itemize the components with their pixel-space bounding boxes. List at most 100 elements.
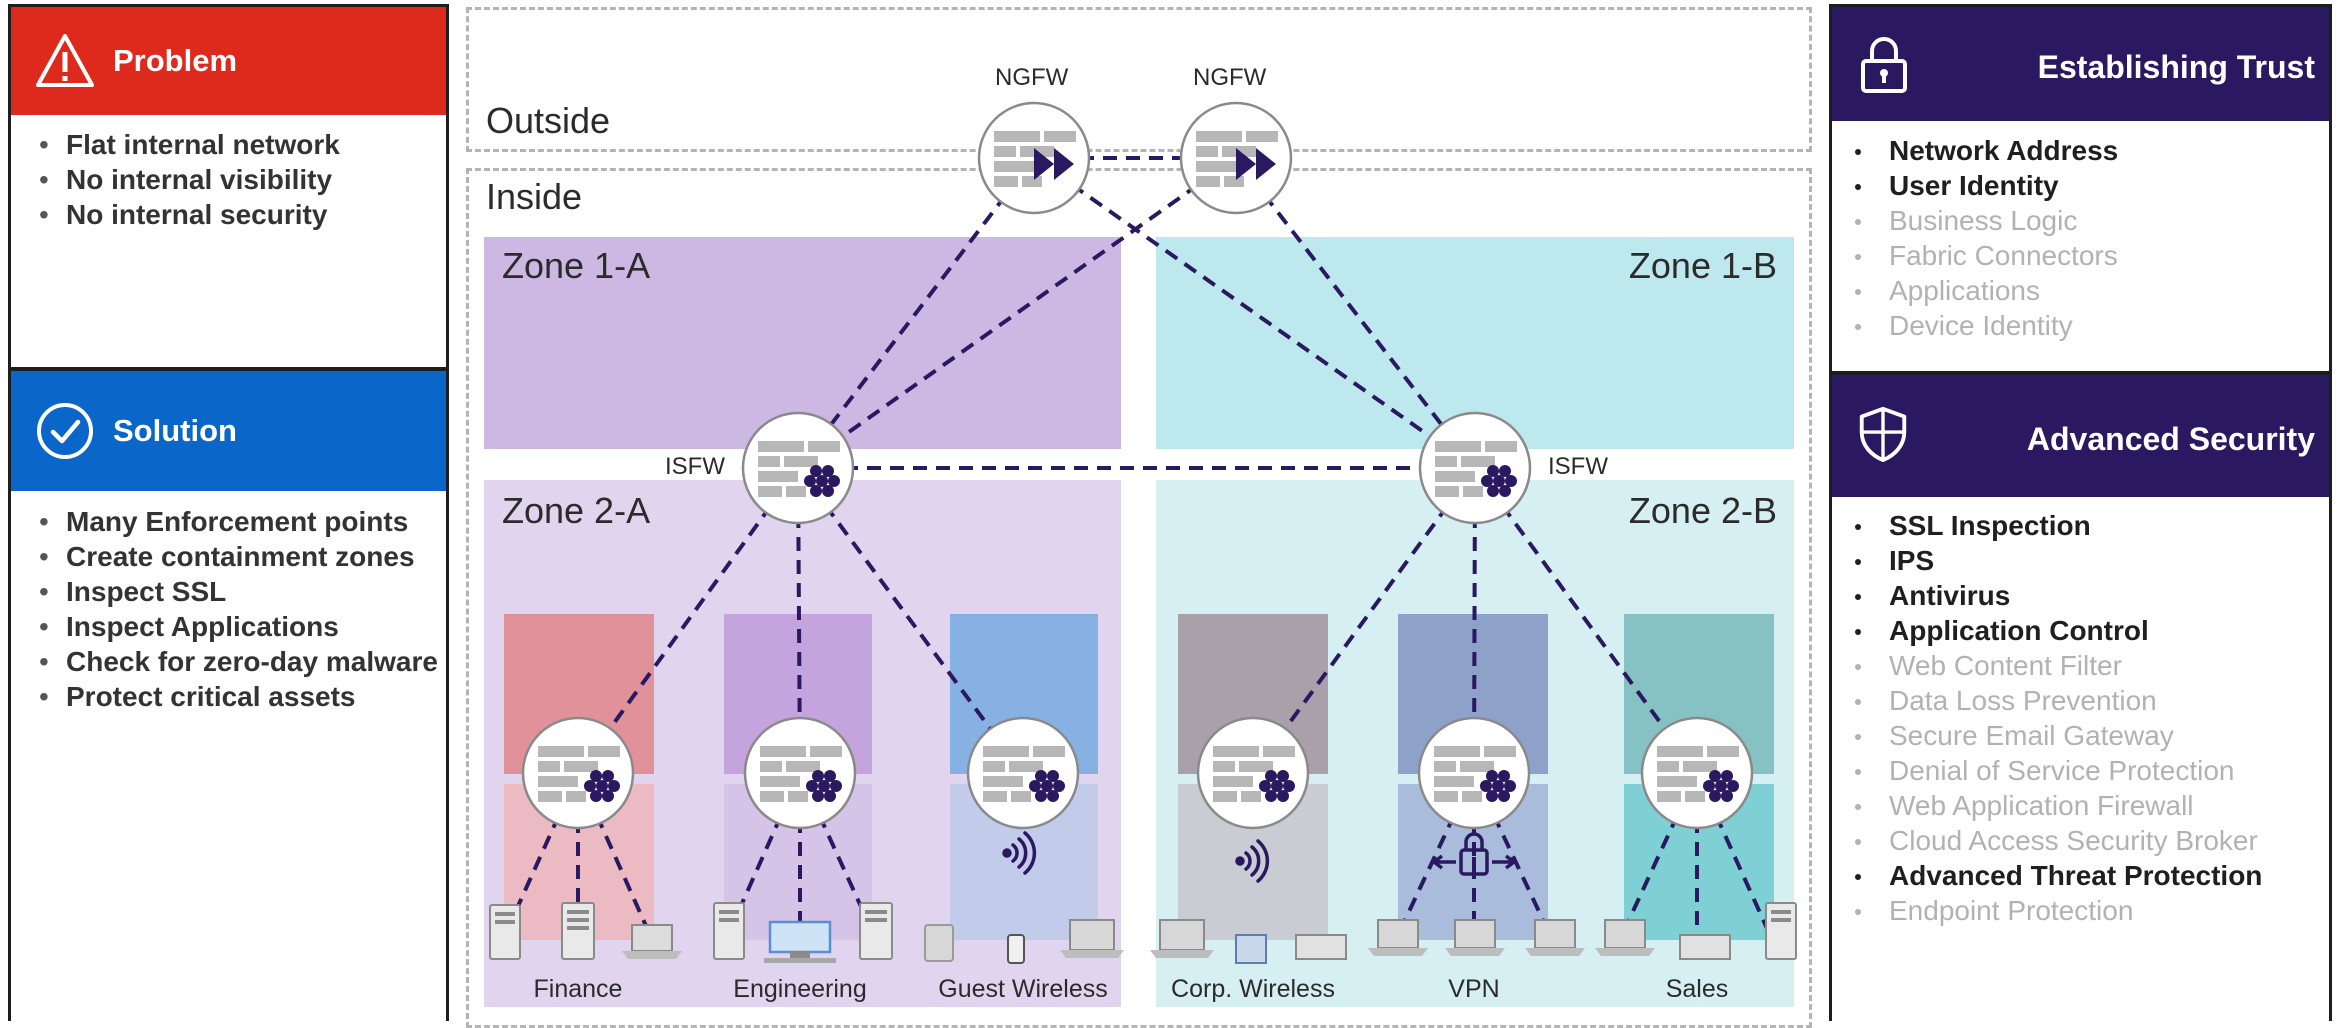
server-icon — [859, 902, 893, 960]
list-item: Secure Email Gateway — [1847, 718, 2262, 753]
security-list: SSL Inspection IPS Antivirus Application… — [1847, 508, 2262, 928]
problem-header: Problem — [11, 7, 446, 115]
list-item: Many Enforcement points — [31, 504, 441, 539]
list-item: Inspect SSL — [31, 574, 441, 609]
ngfw-left-icon — [979, 103, 1089, 213]
problem-title: Problem — [113, 43, 238, 78]
link — [796, 156, 1036, 470]
link — [1032, 156, 1477, 470]
zone-1b-label: Zone 1-B — [1628, 245, 1777, 286]
ip-phone-icon — [1235, 934, 1267, 964]
laptop-icon — [1368, 919, 1428, 956]
list-item: Applications — [1847, 273, 2118, 308]
list-item: No internal visibility — [31, 162, 441, 197]
shield-icon — [1859, 406, 1907, 463]
solution-header: Solution — [11, 371, 446, 491]
link — [1251, 466, 1477, 775]
list-item: Business Logic — [1847, 203, 2118, 238]
laptop-icon — [1150, 919, 1214, 958]
firewall-finance-icon — [523, 718, 633, 828]
solution-title: Solution — [113, 413, 237, 448]
list-item: Device Identity — [1847, 308, 2118, 343]
vpn-lock-icon — [1431, 832, 1517, 876]
link — [1473, 466, 1699, 775]
list-item: Web Content Filter — [1847, 648, 2262, 683]
list-item: Protect critical assets — [31, 679, 441, 714]
server-icon — [713, 902, 745, 960]
list-item: No internal security — [31, 197, 441, 232]
solution-panel: Solution Many Enforcement points Create … — [8, 368, 449, 1021]
ngfw-right-label: NGFW — [1193, 64, 1267, 91]
list-item: User Identity — [1847, 168, 2118, 203]
printer-icon — [1295, 934, 1347, 960]
list-item: Check for zero-day malware — [31, 644, 441, 679]
list-item: Advanced Threat Protection — [1847, 858, 2262, 893]
isfw-left-label: ISFW — [665, 453, 725, 480]
security-panel: Advanced Security SSL Inspection IPS Ant… — [1829, 372, 2332, 1021]
wifi-icon — [1235, 839, 1270, 883]
server-icon — [561, 902, 595, 960]
group-label-finance: Finance — [533, 975, 623, 1003]
security-header: Advanced Security — [1832, 375, 2329, 497]
list-item: SSL Inspection — [1847, 508, 2262, 543]
list-item: Denial of Service Protection — [1847, 753, 2262, 788]
problem-panel: Problem Flat internal network No interna… — [8, 4, 449, 370]
group-label-vpn: VPN — [1448, 975, 1500, 1003]
phone-icon — [1007, 934, 1025, 964]
solution-list: Many Enforcement points Create containme… — [31, 504, 441, 714]
laptop-icon — [1595, 919, 1655, 956]
ngfw-left-label: NGFW — [995, 64, 1069, 91]
ngfw-right-icon — [1181, 103, 1291, 213]
link — [576, 466, 800, 775]
trust-list: Network Address User Identity Business L… — [1847, 133, 2118, 343]
group-label-guest-wireless: Guest Wireless — [938, 975, 1108, 1003]
list-item: Web Application Firewall — [1847, 788, 2262, 823]
server-icon — [1765, 902, 1797, 960]
firewall-vpn-icon — [1419, 718, 1529, 828]
list-item: Flat internal network — [31, 127, 441, 162]
inside-label: Inside — [486, 176, 583, 217]
link — [796, 156, 1238, 470]
isfw-right-label: ISFW — [1548, 453, 1608, 480]
laptop-icon — [1060, 919, 1124, 958]
laptop-icon — [1525, 919, 1585, 956]
printer-icon — [1679, 934, 1731, 960]
firewall-sales-icon — [1642, 718, 1752, 828]
outside-label: Outside — [486, 100, 611, 141]
security-title: Advanced Security — [2026, 421, 2315, 457]
list-item: Antivirus — [1847, 578, 2262, 613]
list-item: Endpoint Protection — [1847, 893, 2262, 928]
laptop-icon — [622, 924, 682, 959]
trust-header: Establishing Trust — [1832, 7, 2329, 121]
isfw-right-icon — [1420, 413, 1530, 523]
wifi-icon — [1002, 831, 1037, 875]
list-item: Network Address — [1847, 133, 2118, 168]
list-item: Application Control — [1847, 613, 2262, 648]
zone-2a-label: Zone 2-A — [502, 490, 651, 531]
group-label-engineering: Engineering — [733, 975, 867, 1003]
zone-1a-label: Zone 1-A — [502, 245, 651, 286]
problem-list: Flat internal network No internal visibi… — [31, 127, 441, 232]
laptop-icon — [1445, 919, 1505, 956]
outside-region — [466, 7, 1812, 152]
isfw-left-icon — [743, 413, 853, 523]
lock-icon — [1861, 37, 1907, 93]
link — [1234, 156, 1477, 470]
checkmark-circle-icon — [37, 403, 93, 459]
group-label-corp-wireless: Corp. Wireless — [1171, 975, 1335, 1003]
firewall-guest-wireless-icon — [968, 718, 1078, 828]
trust-panel: Establishing Trust Network Address User … — [1829, 4, 2332, 374]
list-item: IPS — [1847, 543, 2262, 578]
list-item: Data Loss Prevention — [1847, 683, 2262, 718]
list-item: Fabric Connectors — [1847, 238, 2118, 273]
list-item: Inspect Applications — [31, 609, 441, 644]
desktop-icon — [764, 920, 836, 963]
group-label-sales: Sales — [1665, 975, 1729, 1003]
tablet-icon — [924, 924, 954, 962]
zone-2b-label: Zone 2-B — [1628, 490, 1777, 531]
firewall-corp-wireless-icon — [1198, 718, 1308, 828]
list-item: Create containment zones — [31, 539, 441, 574]
firewall-engineering-icon — [745, 718, 855, 828]
server-icon — [489, 904, 521, 960]
